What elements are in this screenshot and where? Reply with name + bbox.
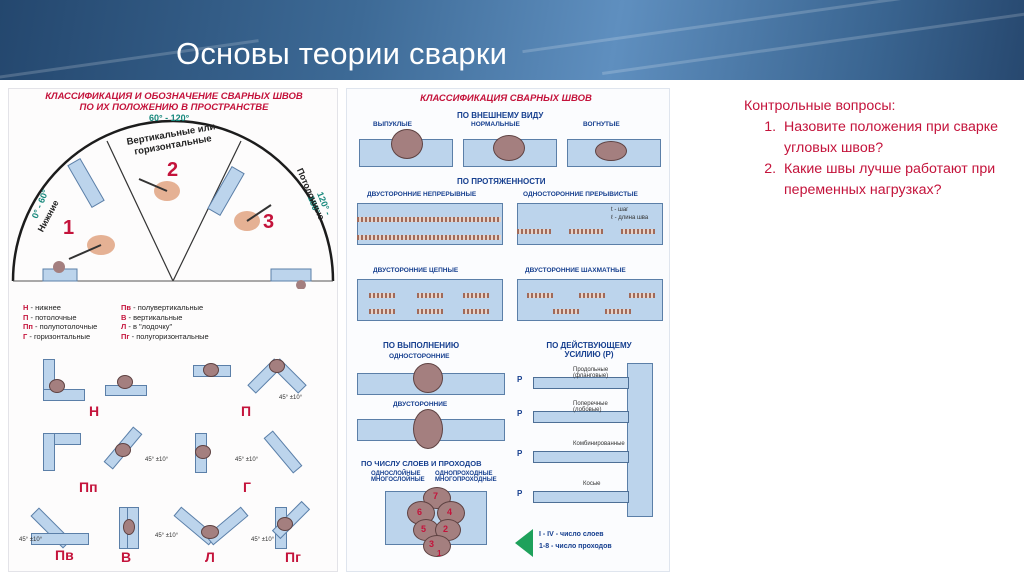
layer-number: 7 — [433, 491, 439, 501]
legend-item: Г - горизонтальные — [23, 331, 91, 341]
question-item: Какие швы лучше работают при переменных … — [780, 159, 1016, 201]
banner-divider — [0, 80, 1024, 86]
position-letter-p: П — [241, 403, 252, 419]
left-title-line1: КЛАССИФИКАЦИЯ И ОБОЗНАЧЕНИЕ СВАРНЫХ ШВОВ — [45, 91, 303, 102]
position-classification-image: КЛАССИФИКАЦИЯ И ОБОЗНАЧЕНИЕ СВАРНЫХ ШВОВ… — [8, 88, 338, 572]
legend-item: Пв - полувертикальные — [121, 303, 204, 312]
sector-diagram — [11, 119, 335, 289]
position-letter-pg: Пг — [285, 549, 301, 565]
section-by-force: ПО ДЕЙСТВУЮЩЕМУ УСИЛИЮ (P) — [546, 341, 632, 359]
layer-number: 6 — [417, 507, 423, 517]
position-letter-v: В — [121, 549, 132, 565]
section-by-execution: ПО ВЫПОЛНЕНИЮ — [383, 341, 460, 350]
angle-note: 45° ±10° — [279, 395, 303, 401]
legend-left: Н - нижнее П - потолочные Пп - полупотол… — [23, 303, 97, 341]
angle-range-2: 60° - 120° — [149, 113, 190, 123]
length-type-4: двусторонние шахматные — [525, 267, 626, 274]
section-by-appearance: ПО ВНЕШНЕМУ ВИДУ — [457, 111, 544, 120]
legend-item: Пг - полугоризонтальные — [121, 331, 209, 341]
control-questions: Контрольные вопросы: Назовите положения … — [744, 96, 1016, 201]
execution-type-2: двусторонние — [393, 401, 448, 408]
force-symbol: P — [517, 449, 523, 458]
angle-note: 45° ±10° — [235, 457, 259, 463]
angle-note: 45° ±10° — [251, 537, 275, 543]
length-type-3: двусторонние цепные — [373, 267, 459, 274]
layer-number: 2 — [443, 524, 449, 534]
force-type-4: Косые — [583, 481, 601, 487]
layer-number: 1 — [437, 549, 442, 558]
angle-note: 45° ±10° — [19, 537, 43, 543]
force-type-2: Поперечные (лобовые) — [573, 401, 608, 413]
execution-type-1: односторонние — [389, 353, 450, 360]
pitch-label-t: t - шаг — [611, 207, 629, 213]
questions-list: Назовите положения при сварке угловых шв… — [744, 117, 1016, 201]
force-symbol: P — [517, 489, 523, 498]
position-letter-l: Л — [205, 549, 215, 565]
sector-number-3: 3 — [263, 211, 275, 233]
weld-classification-image: КЛАССИФИКАЦИЯ СВАРНЫХ ШВОВ ПО ВНЕШНЕМУ В… — [346, 88, 670, 572]
force-type-1: Продольные (фланговые) — [573, 367, 609, 379]
slide-title: Основы теории сварки — [176, 36, 508, 71]
layer-type-1: однослойные многослойные — [371, 471, 425, 483]
position-letter-n: Н — [89, 403, 100, 419]
length-type-2: односторонние прерывистые — [523, 191, 638, 198]
section-by-length: ПО ПРОТЯЖЕННОСТИ — [457, 177, 546, 186]
layer-number: 3 — [429, 539, 435, 549]
title-banner: Основы теории сварки — [0, 0, 1024, 80]
mid-panel-title: КЛАССИФИКАЦИЯ СВАРНЫХ ШВОВ — [420, 93, 592, 104]
legend-item: Л - в "лодочку" — [121, 322, 173, 332]
legend-item: В - вертикальные — [121, 312, 183, 322]
force-symbol: P — [517, 375, 523, 384]
layer-number: 5 — [421, 524, 427, 534]
left-title-line2: ПО ИХ ПОЛОЖЕНИЮ В ПРОСТРАНСТВЕ — [79, 102, 269, 113]
questions-heading: Контрольные вопросы: — [744, 98, 896, 114]
length-type-1: двусторонние непрерывные — [367, 191, 477, 198]
legend-right: Пв - полувертикальные В - вертикальные Л… — [121, 303, 209, 341]
left-panel-title: КЛАССИФИКАЦИЯ И ОБОЗНАЧЕНИЕ СВАРНЫХ ШВОВ… — [19, 91, 329, 113]
sector-number-1: 1 — [63, 217, 75, 239]
position-letter-pp: Пп — [79, 479, 98, 495]
appearance-type-3: вогнутые — [583, 121, 620, 128]
arrow-left-icon — [515, 529, 533, 557]
section-by-layers: ПО ЧИСЛУ СЛОЕВ И ПРОХОДОВ — [361, 459, 482, 468]
angle-note: 45° ±10° — [145, 457, 169, 463]
position-letter-pv: Пв — [55, 547, 74, 563]
legend-item: Н - нижнее — [23, 303, 61, 312]
layer-note-1: I - IV - число слоев — [539, 531, 604, 538]
layer-note-2: 1-8 - число проходов — [539, 543, 612, 550]
layer-type-2: однопроходные многопроходные — [435, 471, 497, 483]
pitch-label-l: ℓ - длина шва — [611, 215, 649, 221]
legend-item: Пп - полупотолочные — [23, 322, 98, 332]
appearance-type-1: выпуклые — [373, 121, 412, 128]
legend-item: П - потолочные — [23, 312, 77, 322]
question-item: Назовите положения при сварке угловых шв… — [780, 117, 1016, 159]
force-type-3: Комбинированные — [573, 441, 625, 447]
appearance-type-2: нормальные — [471, 121, 520, 128]
force-symbol: P — [517, 409, 523, 418]
layer-number: 4 — [447, 507, 453, 517]
angle-note: 45° ±10° — [155, 533, 179, 539]
sector-number-2: 2 — [167, 159, 179, 181]
position-letter-g: Г — [243, 479, 251, 495]
